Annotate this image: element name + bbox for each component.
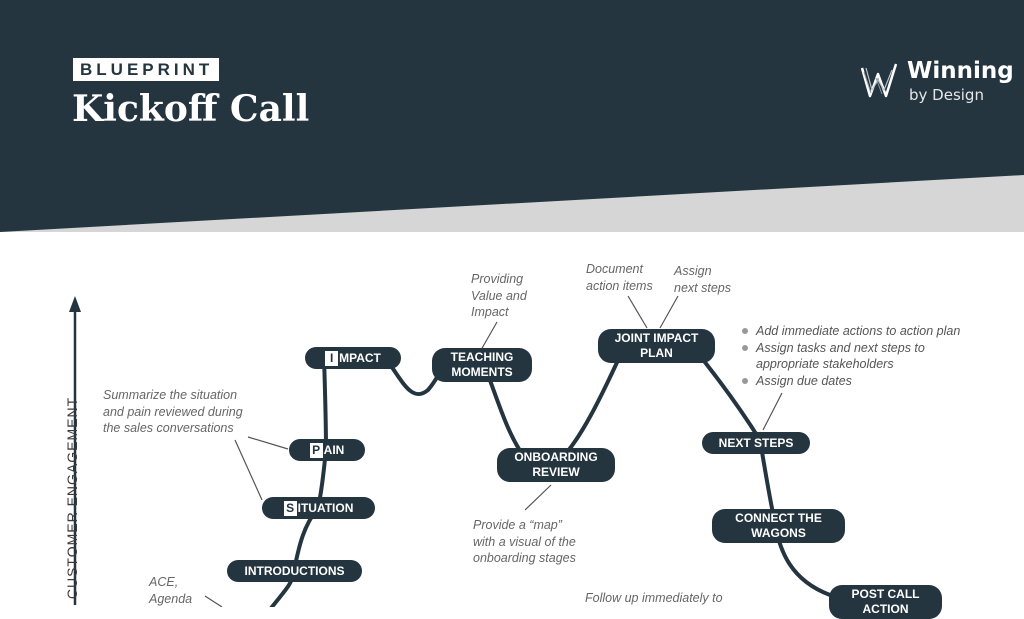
joint-line-1: JOINT IMPACT — [614, 331, 699, 345]
callout-document-items — [627, 295, 648, 329]
bullet-item: Add immediate actions to action plan — [741, 323, 966, 340]
bullet-item: Assign due dates — [741, 373, 966, 390]
blueprint-tag: BLUEPRINT — [73, 58, 220, 81]
header-banner: BLUEPRINT Kickoff Call Winning by Design — [0, 0, 1024, 232]
w-logo-icon — [860, 63, 898, 98]
node-introductions: INTRODUCTIONS — [227, 560, 362, 582]
node-post-call-action: POST CALL ACTION — [829, 585, 942, 619]
postcall-line-2: ACTION — [862, 602, 909, 616]
node-connect-the-wagons: CONNECT THE WAGONS — [712, 509, 845, 543]
note-provide-map: Provide a “map” with a visual of the onb… — [473, 518, 576, 565]
postcall-line-1: POST CALL — [851, 587, 920, 601]
note-providing-value: Providing Value and Impact — [471, 272, 527, 319]
callout-summarize-situation — [234, 439, 263, 501]
onboarding-line-2: REVIEW — [532, 465, 580, 479]
pain-letter: P — [309, 442, 323, 458]
note-summarize: Summarize the situation and pain reviewe… — [103, 388, 243, 435]
impact-rest: MPACT — [339, 350, 381, 365]
header-background — [0, 0, 1024, 232]
note-ace-agenda: ACE, Agenda — [149, 575, 193, 606]
page-title: Kickoff Call — [72, 88, 310, 130]
node-joint-impact-plan: JOINT IMPACT PLAN — [598, 329, 715, 363]
y-axis-label: CUSTOMER ENGAGEMENT — [64, 396, 80, 600]
note-follow-up: Follow up immediately to — [585, 591, 723, 605]
callout-assign-steps — [659, 295, 679, 329]
teaching-line-1: TEACHING — [450, 350, 514, 364]
callout-ace-agenda — [204, 595, 223, 607]
logo-brand-text: Winning — [907, 58, 1014, 84]
callout-providing-value — [480, 321, 498, 351]
pain-rest: AIN — [323, 442, 345, 457]
node-next-steps: NEXT STEPS — [702, 432, 810, 454]
onboarding-line-1: ONBOARDING — [514, 450, 598, 464]
callout-summarize-pain — [247, 436, 289, 450]
joint-line-2: PLAN — [640, 346, 673, 360]
node-onboarding-review: ONBOARDING REVIEW — [497, 448, 615, 482]
situation-rest: ITUATION — [297, 500, 354, 515]
note-assign-steps: Assign next steps — [674, 264, 731, 295]
y-axis-arrowhead — [69, 296, 81, 312]
impact-letter: I — [325, 350, 339, 366]
logo-sub-text: by Design — [909, 86, 984, 104]
brand-logo: Winning by Design — [860, 56, 1014, 108]
situation-letter: S — [283, 500, 297, 516]
navy-band — [0, 0, 1024, 232]
note-document-items: Document action items — [586, 262, 653, 293]
teaching-line-2: MOMENTS — [451, 365, 513, 379]
callout-bullets — [762, 392, 783, 431]
bullet-item: Assign tasks and next steps to appropria… — [741, 340, 966, 373]
next-steps-bullets: Add immediate actions to action plan Ass… — [741, 323, 966, 389]
node-teaching-moments: TEACHING MOMENTS — [432, 348, 532, 382]
connect-line-2: WAGONS — [751, 526, 806, 540]
callout-provide-map — [524, 484, 552, 511]
connect-line-1: CONNECT THE — [735, 511, 822, 525]
